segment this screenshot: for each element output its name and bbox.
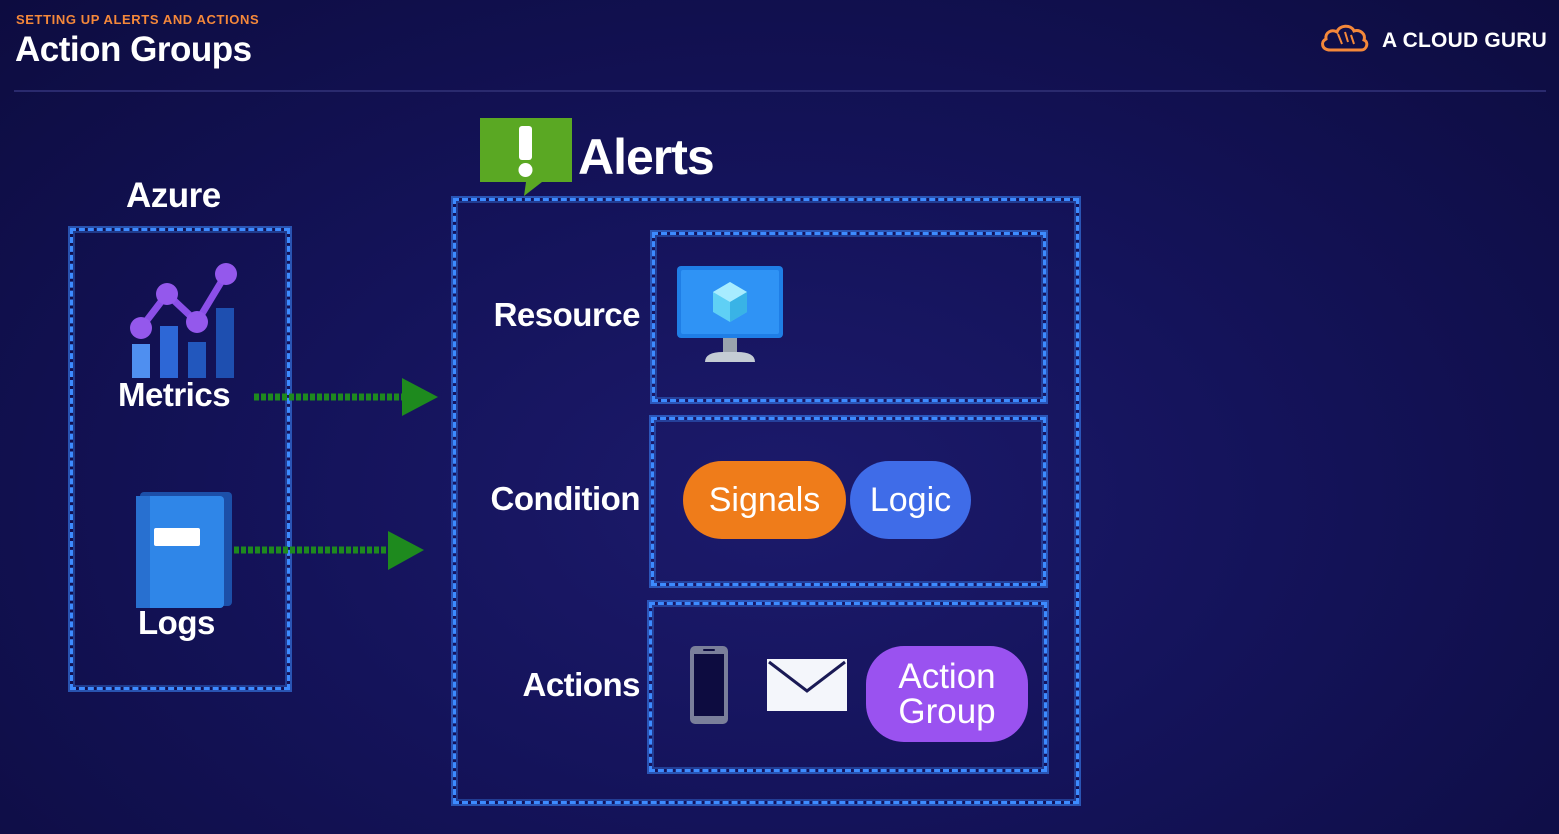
azure-box bbox=[70, 228, 290, 690]
page-title: Action Groups bbox=[15, 30, 252, 69]
azure-heading: Azure bbox=[126, 176, 221, 215]
header-divider bbox=[14, 90, 1546, 92]
action-group-pill: Action Group bbox=[866, 646, 1028, 742]
alerts-box bbox=[453, 198, 1079, 804]
actions-label: Actions bbox=[522, 666, 640, 703]
alert-exclamation-icon bbox=[478, 116, 574, 201]
metrics-arrow bbox=[252, 374, 442, 425]
logic-pill: Logic bbox=[850, 461, 971, 539]
logs-book-icon bbox=[134, 490, 234, 615]
metrics-chart-icon bbox=[128, 262, 240, 385]
logs-label: Logs bbox=[138, 604, 215, 641]
action-group-line2: Group bbox=[898, 692, 996, 731]
actions-box bbox=[649, 602, 1047, 772]
brand-logo: A CLOUD GURU bbox=[1318, 22, 1547, 59]
metrics-label: Metrics bbox=[118, 376, 231, 413]
signals-pill: Signals bbox=[683, 461, 846, 539]
mobile-phone-icon bbox=[689, 645, 729, 730]
brand-name: A CLOUD GURU bbox=[1382, 28, 1547, 52]
cloud-logo-icon bbox=[1318, 22, 1370, 59]
email-envelope-icon bbox=[767, 659, 847, 716]
logs-arrow bbox=[232, 528, 428, 579]
condition-label: Condition bbox=[490, 480, 641, 517]
resource-label: Resource bbox=[493, 296, 641, 333]
resource-box bbox=[652, 232, 1046, 402]
virtual-machine-icon bbox=[677, 266, 785, 371]
section-kicker: SETTING UP ALERTS AND ACTIONS bbox=[16, 12, 260, 27]
alerts-heading: Alerts bbox=[578, 129, 715, 185]
action-group-line1: Action bbox=[898, 657, 996, 696]
condition-box bbox=[651, 417, 1046, 586]
